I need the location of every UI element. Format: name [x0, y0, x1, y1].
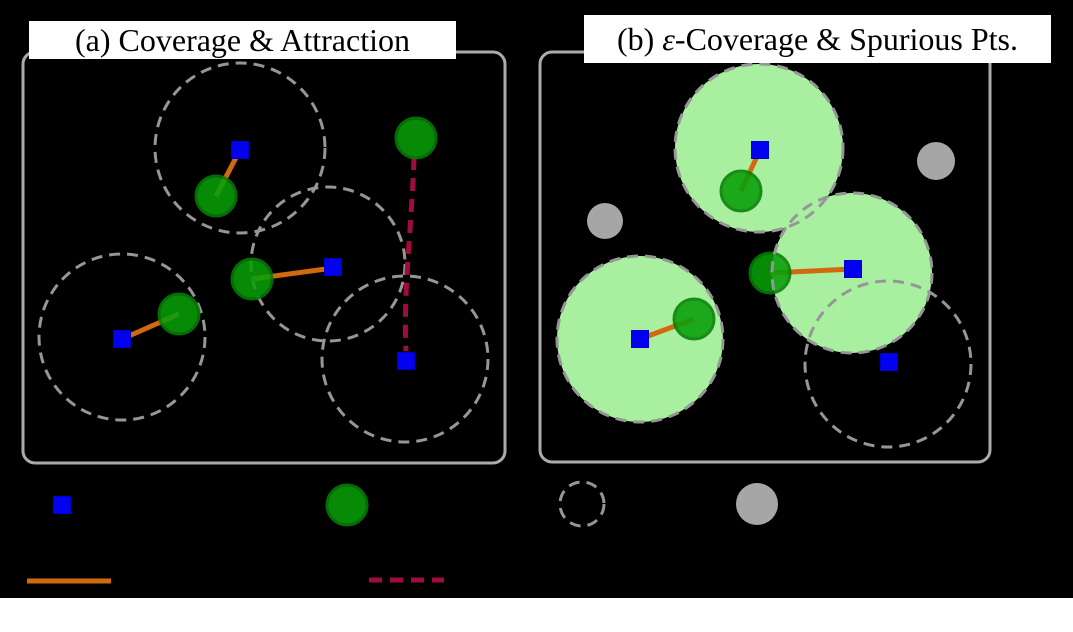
legend-spurious-point: [736, 483, 778, 525]
bottom-margin: [0, 598, 1073, 632]
attractor-circle: [672, 297, 716, 341]
title-a: (a) Coverage & Attraction: [75, 22, 410, 58]
coverage-ball-dashed: [37, 252, 207, 422]
sample-square: [397, 352, 415, 370]
attractor-circle: [719, 169, 763, 213]
title-a-box: [29, 21, 456, 59]
spurious-point: [917, 142, 955, 180]
legend-attractor-circle: [325, 483, 369, 527]
attractor-circle: [194, 174, 238, 218]
uncovered-ball-dashed: [803, 279, 973, 449]
epsilon-ball-border: [673, 62, 845, 234]
legend-coverage-ball: [558, 480, 606, 528]
epsilon-ball-border: [555, 254, 725, 424]
coverage-ball-dashed: [153, 61, 327, 235]
epsilon-ball-border: [770, 191, 934, 355]
attractor-circle: [748, 251, 792, 295]
spurious-point: [587, 203, 623, 239]
sample-square: [113, 330, 131, 348]
title-b: (b) ε-Coverage & Spurious Pts.: [617, 21, 1018, 57]
title-b-box: [584, 15, 1051, 63]
sample-square: [880, 353, 898, 371]
sample-square: [324, 258, 342, 276]
spurious-link: [402, 156, 417, 352]
coverage-ball-dashed: [320, 274, 490, 444]
attractor-circle: [230, 257, 274, 301]
sample-square: [631, 330, 649, 348]
sample-square: [844, 260, 862, 278]
legend-sample-square: [53, 496, 71, 514]
attractor-circle: [394, 116, 438, 160]
sample-square: [751, 141, 769, 159]
sample-square: [231, 141, 249, 159]
attractor-circle: [157, 292, 201, 336]
